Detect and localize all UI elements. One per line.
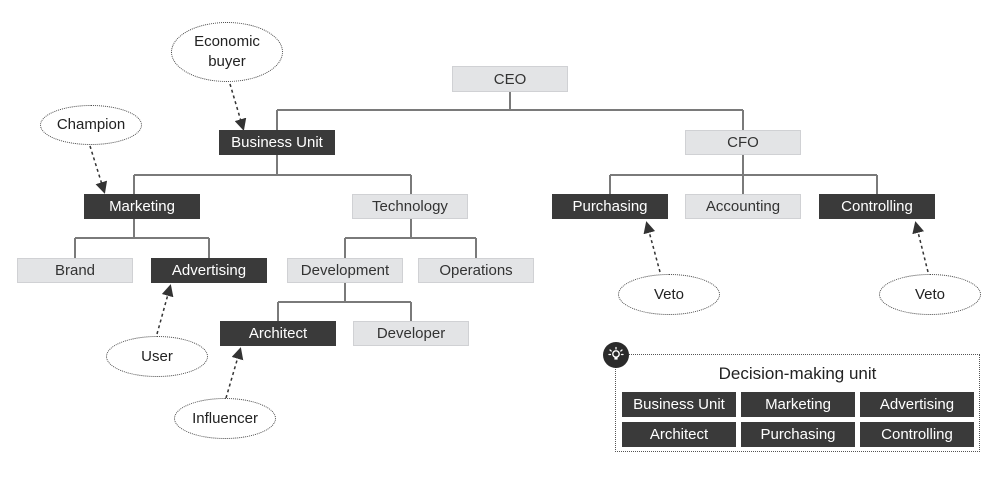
bubble-veto-purchasing: Veto [618,274,720,315]
arrow-user [156,284,174,335]
arrow-veto-controlling [912,221,929,273]
node-developer: Developer [353,321,469,346]
node-purchasing: Purchasing [552,194,668,219]
dmu-item-marketing: Marketing [741,392,855,417]
arrow-veto-purchasing [643,221,661,273]
dmu-grid: Business Unit Marketing Advertising Arch… [622,392,974,447]
bubble-veto-controlling: Veto [879,274,981,315]
node-operations: Operations [418,258,534,283]
node-technology: Technology [352,194,468,219]
dmu-item-purchasing: Purchasing [741,422,855,447]
link-cfo-children [609,155,878,194]
arrow-champion [89,145,108,194]
bubble-influencer: Influencer [174,398,276,439]
decision-making-unit-panel: Decision-making unit Business Unit Marke… [615,354,980,452]
link-development-children [277,283,412,321]
dmu-item-controlling: Controlling [860,422,974,447]
node-development: Development [287,258,403,283]
dmu-item-architect: Architect [622,422,736,447]
arrow-influencer [225,347,244,399]
dmu-item-business-unit: Business Unit [622,392,736,417]
dmu-item-advertising: Advertising [860,392,974,417]
link-business-unit-children [133,155,412,194]
node-ceo: CEO [452,66,568,92]
node-marketing: Marketing [84,194,200,219]
bubble-champion: Champion [40,105,142,145]
node-controlling: Controlling [819,194,935,219]
economic-buyer-line1: Economic [194,33,260,50]
bubble-user: User [106,336,208,377]
link-marketing-children [74,219,210,258]
node-architect: Architect [220,321,336,346]
arrow-economic-buyer [229,83,247,131]
node-accounting: Accounting [685,194,801,219]
link-ceo-children [276,92,744,130]
lightbulb-icon [603,342,629,368]
node-cfo: CFO [685,130,801,155]
node-advertising: Advertising [151,258,267,283]
bubble-economic-buyer: Economic buyer [171,22,283,82]
node-business-unit: Business Unit [219,130,335,155]
node-brand: Brand [17,258,133,283]
dmu-title: Decision-making unit [718,364,877,383]
economic-buyer-line2: buyer [208,53,246,70]
link-technology-children [344,219,477,258]
